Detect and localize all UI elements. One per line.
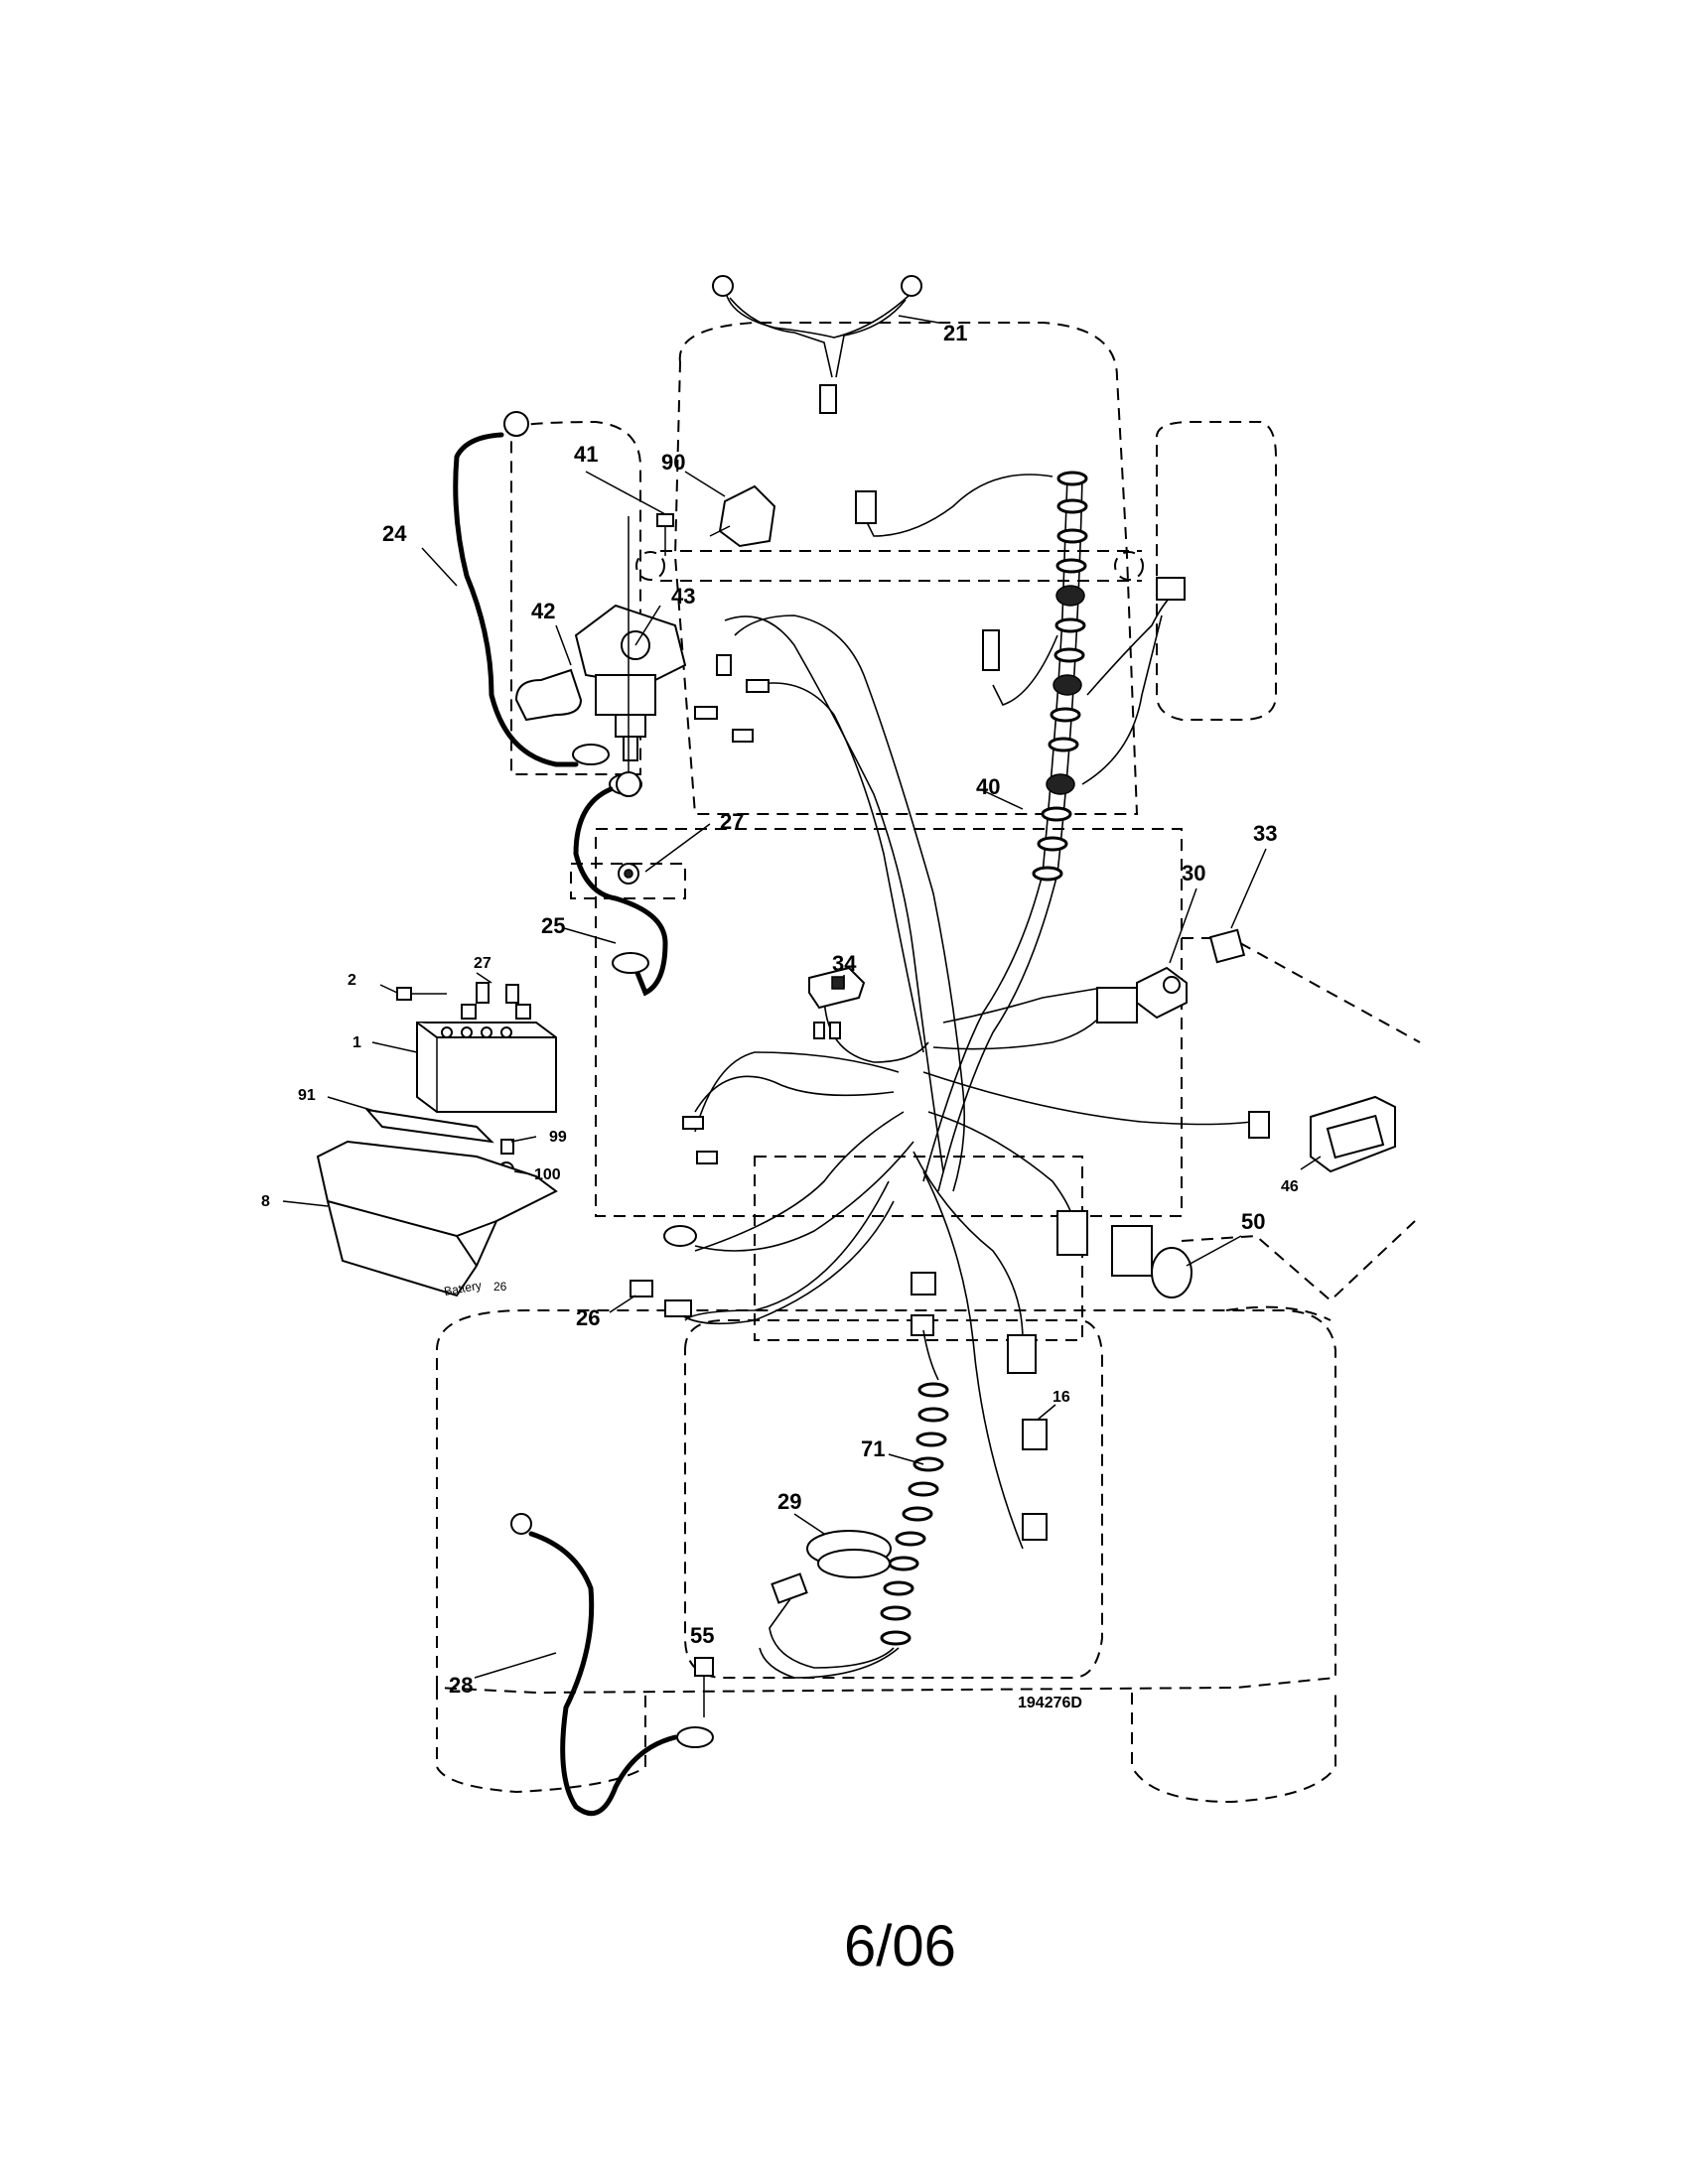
callout-21: 21 [943,321,967,345]
callout-55: 55 [690,1623,714,1648]
callout-33: 33 [1253,821,1277,846]
callout-46: 46 [1281,1178,1299,1195]
callout-100: 100 [534,1166,561,1183]
callout-24: 24 [382,521,407,546]
callout-91: 91 [298,1087,316,1104]
callout-43: 43 [671,584,695,609]
callout-2: 2 [348,972,356,989]
dash-components [630,928,1396,1541]
callout-90: 90 [661,450,685,475]
starter-solenoid [514,484,776,885]
callout-41: 41 [574,442,598,467]
callout-27-upper: 27 [720,809,744,834]
callout-50: 50 [1241,1209,1265,1234]
callout-1: 1 [352,1034,361,1051]
callout-40: 40 [976,774,1000,799]
callout-8: 8 [261,1193,270,1210]
main-harness-conduit [674,471,1270,1550]
drawing-number: 194276D [1018,1695,1082,1711]
callout-27-lower: 27 [474,955,491,972]
coil-71 [880,1382,949,1646]
callout-25: 25 [541,913,565,938]
callout-34: 34 [832,951,857,976]
callout-71: 71 [861,1436,885,1461]
callout-42: 42 [531,599,555,623]
headlight-harness [712,275,922,414]
callout-99: 99 [549,1129,567,1146]
callout-leaders [282,315,1322,1679]
callout-30: 30 [1182,861,1205,886]
battery-assembly: Battery 26 [316,982,558,1298]
callout-29: 29 [777,1489,801,1514]
battery-tray-number: 26 [493,1280,507,1294]
tractor-outline [436,322,1421,1804]
coiled-cable-and-switch [694,1329,949,1717]
battery-cables [453,411,714,1817]
battery-tray-text: Battery [443,1279,483,1298]
callout-labels: 21 24 41 90 43 42 40 27 25 2 27 1 91 99 … [261,321,1299,1711]
callout-16: 16 [1052,1389,1070,1406]
conduit-coils [1032,471,1088,882]
callout-28: 28 [449,1673,473,1698]
callout-26: 26 [576,1305,600,1330]
page-date: 6/06 [844,1914,956,1979]
